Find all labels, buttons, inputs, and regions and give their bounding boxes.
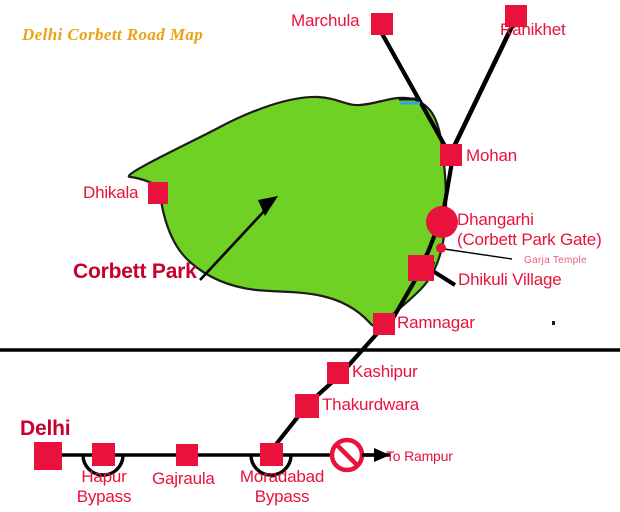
- label-kashipur: Kashipur: [352, 362, 418, 381]
- label-ranikhet: Ranikhet: [500, 20, 566, 39]
- label-thakurdwara: Thakurdwara: [322, 395, 420, 414]
- label-corbett-park: Corbett Park: [73, 260, 197, 283]
- label-hapur-bypass-line1: Hapur: [81, 467, 127, 486]
- label-dhangarhi: Dhangarhi: [457, 210, 534, 229]
- marker-dhangarhi-gate: [426, 206, 458, 238]
- marker-ranikhet: [505, 5, 527, 27]
- label-delhi: Delhi: [20, 417, 71, 440]
- stray-dot-artifact: [552, 321, 555, 325]
- label-marchula: Marchula: [291, 11, 360, 30]
- hapur-bypass-arc: [81, 454, 125, 477]
- marker-gajraula: [176, 444, 198, 466]
- marker-garja-temple: [436, 243, 446, 253]
- label-mohan: Mohan: [466, 146, 517, 165]
- label-dhikuli-village: Dhikuli Village: [458, 270, 562, 289]
- marker-dhikala: [148, 182, 168, 204]
- corbett-park-pointer-icon: [199, 196, 278, 281]
- moradabad-bypass-arc: [249, 454, 293, 477]
- marker-mohan: [440, 144, 462, 166]
- marker-ramnagar: [373, 313, 395, 335]
- label-hapur-bypass-line2: Bypass: [76, 487, 132, 506]
- marker-thakurdwara: [295, 394, 319, 418]
- map-title: Delhi Corbett Road Map: [22, 25, 204, 44]
- label-gajraula: Gajraula: [152, 469, 215, 488]
- label-dhangarhi-gate: (Corbett Park Gate): [457, 230, 602, 249]
- corbett-park-area: [127, 95, 448, 328]
- marker-delhi: [34, 442, 62, 470]
- arrow-right-icon: [362, 448, 390, 462]
- label-dhikala: Dhikala: [83, 183, 139, 202]
- road-ranikhet-mohan: [447, 15, 519, 158]
- label-to-rampur: To Rampur: [386, 448, 453, 464]
- road-mohan-ramnagar: [389, 159, 455, 323]
- label-ramnagar: Ramnagar: [397, 313, 475, 332]
- label-garja-temple: Garja Temple: [524, 255, 587, 266]
- marker-moradabad-bypass: [260, 443, 283, 466]
- marker-dhikuli-village: [408, 255, 434, 281]
- marker-kashipur: [327, 362, 349, 384]
- garja-temple-leader-line: [443, 248, 513, 260]
- label-moradabad-bypass-line1: Moradabad: [239, 467, 325, 486]
- marker-marchula: [371, 13, 393, 35]
- label-moradabad-bypass-line2: Bypass: [254, 487, 310, 506]
- no-entry-icon: [329, 437, 365, 473]
- marker-hapur-bypass: [92, 443, 115, 466]
- road-ramnagar-moradabad: [267, 325, 385, 455]
- road-marchula-mohan: [377, 27, 453, 158]
